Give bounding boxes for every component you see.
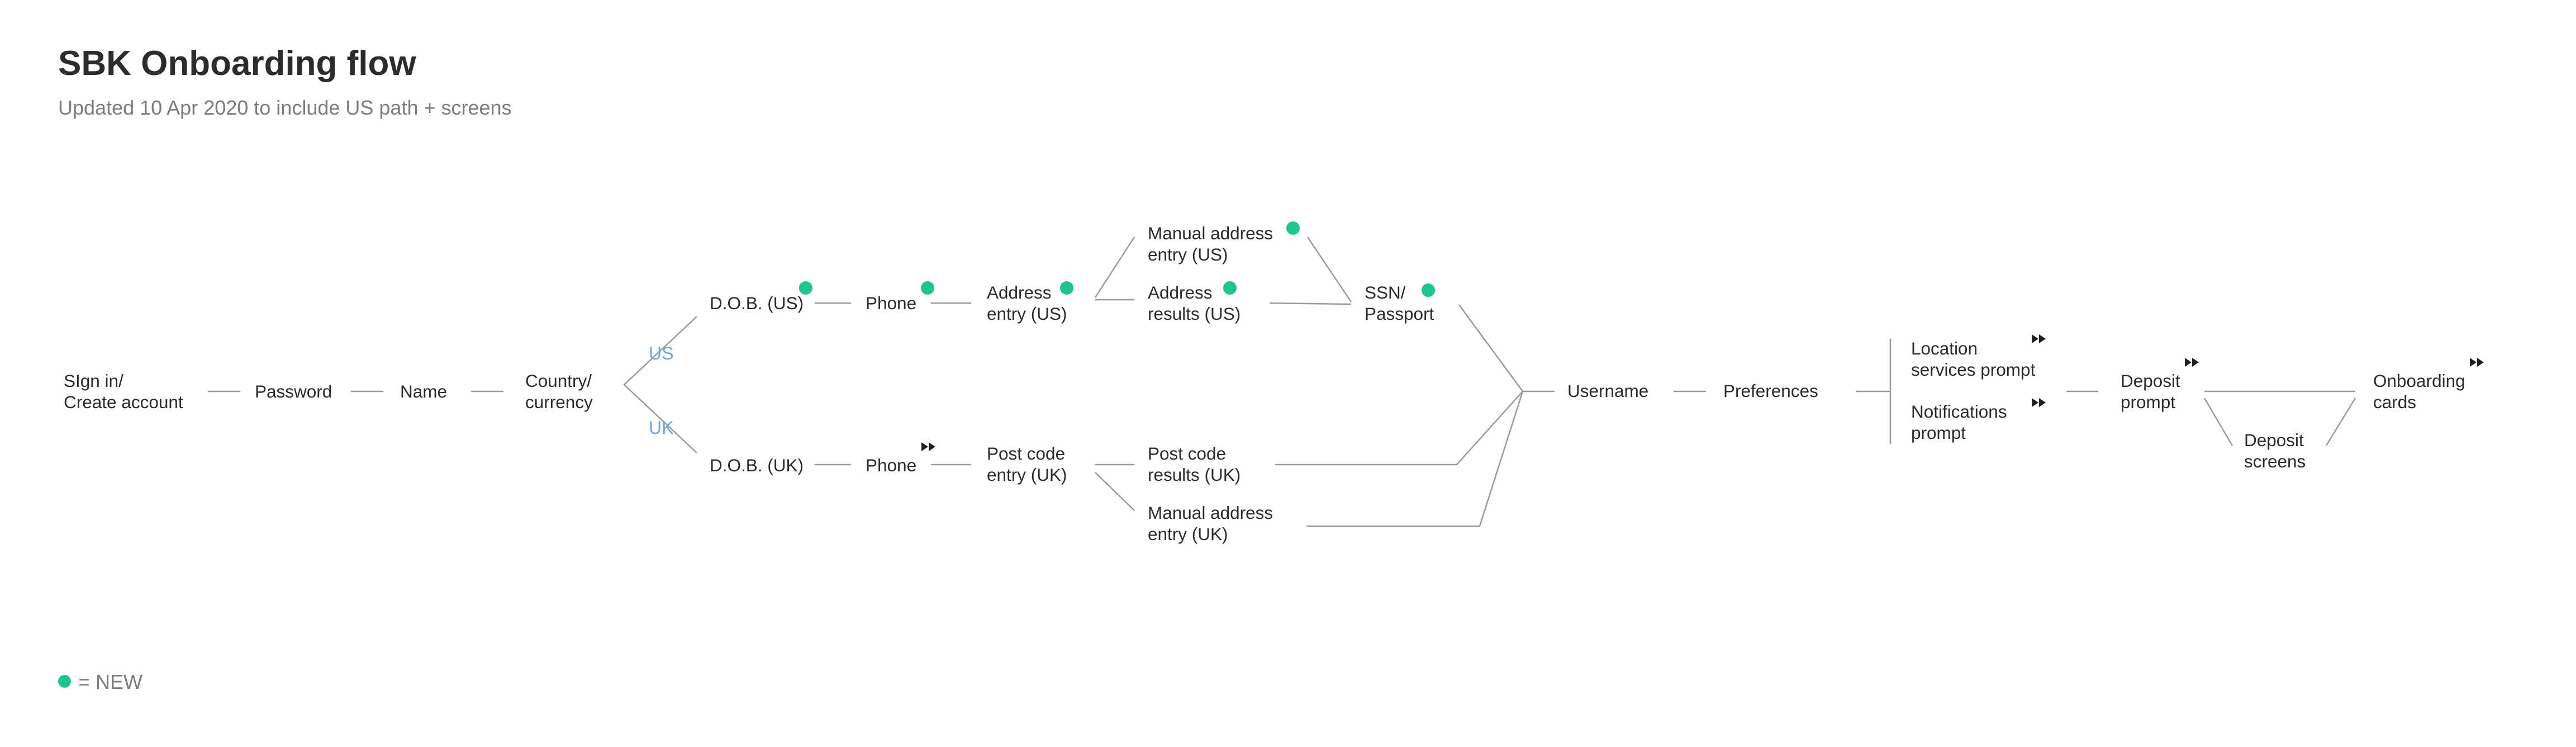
connector — [2203, 398, 2233, 446]
node-label: entry (UK) — [987, 465, 1067, 485]
fast-forward-icon — [921, 442, 935, 451]
node-label: Phone — [866, 455, 917, 475]
node-label: Deposit — [2244, 430, 2304, 450]
node-label: Post code — [987, 443, 1066, 464]
node-country-currency[interactable]: Country/ currency — [525, 370, 593, 413]
node-label: Preferences — [1723, 381, 1818, 401]
new-marker-icon — [1286, 221, 1300, 235]
connector — [1094, 237, 1135, 298]
node-label: SSN/ — [1365, 282, 1406, 302]
node-deposit-screens[interactable]: Deposit screens — [2244, 429, 2306, 472]
node-postcode-results-uk[interactable]: Post code results (UK) — [1148, 443, 1241, 485]
connector — [1306, 391, 1524, 527]
connector — [1458, 304, 1524, 392]
connector — [1269, 302, 1352, 305]
node-label: Manual address — [1148, 223, 1273, 243]
node-label: entry (US) — [1148, 244, 1228, 264]
branch-label-us: US — [649, 343, 674, 363]
node-phone-us[interactable]: Phone — [866, 292, 916, 314]
node-label: Manual address — [1148, 503, 1273, 523]
node-label: Passport — [1365, 304, 1434, 324]
fast-forward-icon — [2032, 334, 2046, 343]
node-label: Notifications — [1911, 401, 2007, 422]
node-label: Country/ — [525, 371, 592, 391]
new-marker-icon — [1223, 281, 1237, 295]
node-label: Username — [1567, 381, 1649, 401]
node-dob-uk[interactable]: D.O.B. (UK) — [710, 455, 804, 476]
node-label: entry (UK) — [1148, 524, 1228, 544]
node-dob-us[interactable]: D.O.B. (US) — [710, 292, 804, 314]
node-label: services prompt — [1911, 360, 2036, 380]
node-label: Post code — [1148, 443, 1227, 464]
connector — [1306, 237, 1352, 302]
node-address-results-us[interactable]: Address results (US) — [1148, 282, 1241, 324]
node-password[interactable]: Password — [255, 381, 332, 402]
node-label: SIgn in/ — [64, 371, 123, 391]
node-location-services-prompt[interactable]: Location services prompt — [1911, 338, 2035, 380]
connector — [1095, 472, 1135, 511]
node-label: Password — [255, 381, 332, 401]
node-manual-address-uk[interactable]: Manual address entry (UK) — [1148, 502, 1273, 545]
node-label: Name — [400, 381, 448, 401]
legend-label: = NEW — [78, 670, 143, 693]
node-ssn-passport[interactable]: SSN/ Passport — [1365, 282, 1434, 324]
new-marker-icon — [799, 281, 812, 295]
node-label: Deposit — [2121, 371, 2180, 391]
node-label: Location — [1911, 338, 1978, 358]
page-title: SBK Onboarding flow — [58, 44, 416, 83]
branch-label-uk: UK — [649, 418, 674, 438]
node-notifications-prompt[interactable]: Notifications prompt — [1911, 401, 2007, 443]
node-label: results (UK) — [1148, 465, 1241, 485]
node-sign-in[interactable]: SIgn in/ Create account — [64, 370, 183, 413]
node-address-entry-us[interactable]: Address entry (US) — [987, 282, 1067, 324]
node-phone-uk[interactable]: Phone — [866, 455, 916, 476]
fast-forward-icon — [2470, 358, 2484, 367]
node-label: Address — [1148, 282, 1213, 302]
connector — [2325, 398, 2356, 446]
node-label: cards — [2373, 392, 2417, 412]
node-label: D.O.B. (US) — [710, 293, 804, 313]
node-label: results (US) — [1148, 304, 1241, 324]
page-subtitle: Updated 10 Apr 2020 to include US path +… — [58, 96, 512, 119]
legend-new-marker-icon — [58, 675, 71, 688]
node-label: Address — [987, 282, 1052, 302]
node-label: prompt — [2121, 392, 2176, 412]
node-label: Onboarding — [2373, 371, 2465, 391]
node-onboarding-cards[interactable]: Onboarding cards — [2373, 370, 2465, 413]
node-label: Phone — [866, 293, 917, 313]
new-marker-icon — [1060, 281, 1073, 295]
node-label: D.O.B. (UK) — [710, 455, 804, 475]
node-preferences[interactable]: Preferences — [1723, 380, 1818, 401]
node-deposit-prompt[interactable]: Deposit prompt — [2121, 370, 2180, 413]
fast-forward-icon — [2185, 358, 2199, 367]
node-username[interactable]: Username — [1567, 380, 1648, 401]
node-manual-address-us[interactable]: Manual address entry (US) — [1148, 223, 1273, 265]
fast-forward-icon — [2032, 398, 2046, 407]
node-label: currency — [525, 392, 593, 412]
connector — [623, 316, 697, 453]
connector — [1275, 391, 1523, 466]
node-name[interactable]: Name — [400, 381, 447, 402]
node-label: Create account — [64, 392, 183, 412]
new-marker-icon — [921, 281, 934, 295]
new-marker-icon — [1422, 283, 1435, 297]
node-label: screens — [2244, 451, 2306, 471]
node-postcode-entry-uk[interactable]: Post code entry (UK) — [987, 443, 1067, 485]
node-label: prompt — [1911, 423, 1966, 443]
node-label: entry (US) — [987, 304, 1067, 324]
